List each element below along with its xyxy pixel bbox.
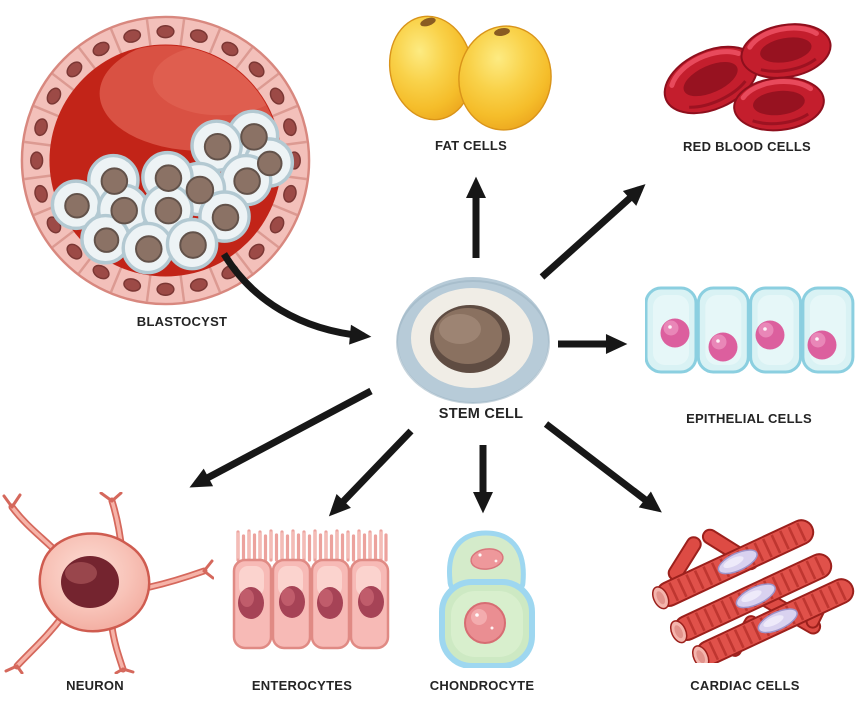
enterocytes-illustration (232, 529, 390, 650)
red-blood-cells-label: RED BLOOD CELLS (683, 139, 811, 154)
fat-cell-right-nucleus (494, 28, 510, 36)
epithelial-cells-illustration (645, 286, 855, 374)
cardiac-cells-illustration (646, 505, 858, 663)
cardiac-fibers (649, 516, 857, 663)
neuron-illustration (2, 492, 214, 674)
red-blood-cells-illustration (663, 23, 832, 132)
chondrocyte-bottom-cell (439, 579, 535, 668)
fat-cell-right (458, 25, 552, 131)
red-blood-cell (733, 76, 825, 132)
fat-cells-label: FAT CELLS (434, 138, 508, 153)
fat-cells-illustration (388, 15, 552, 131)
arrow-stem-cell-to-enterocytes (328, 428, 414, 517)
cardiac-cells-label: CARDIAC CELLS (690, 678, 800, 693)
inner-cell-mass-nuclei (64, 123, 283, 263)
arrow-stem-cell-to-cardiac-cells (543, 421, 662, 513)
blastocyst-label: BLASTOCYST (136, 314, 228, 329)
arrow-stem-cell-to-neuron (189, 387, 373, 488)
fat-cell-left-nucleus (420, 17, 436, 27)
blastocyst-illustration (20, 15, 311, 306)
stem-cell-illustration (396, 277, 550, 404)
enterocytes-label: ENTEROCYTES (251, 678, 353, 693)
enterocytes-microvilli (236, 529, 388, 562)
stem-cell-label: STEM CELL (438, 406, 524, 422)
neuron-label: NEURON (66, 678, 124, 693)
chondrocyte-label: CHONDROCYTE (429, 678, 535, 693)
arrow-stem-cell-to-red-blood-cells (539, 184, 646, 280)
enterocyte-cells (232, 558, 390, 650)
epithelial-cells-row (645, 286, 855, 374)
chondrocyte-illustration (439, 530, 535, 668)
neuron-dendrites (2, 492, 214, 674)
red-blood-cell (740, 23, 832, 79)
epithelial-cells-label: EPITHELIAL CELLS (686, 411, 812, 426)
